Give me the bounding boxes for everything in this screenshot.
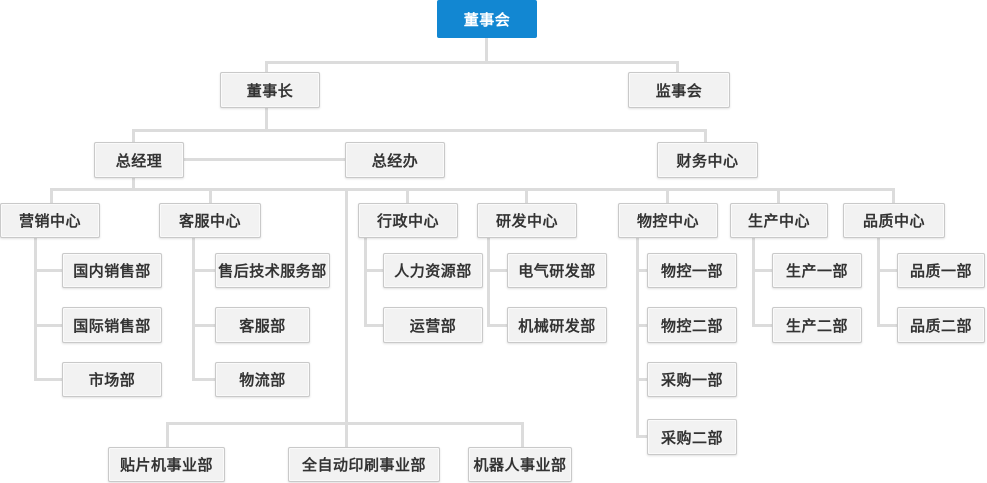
org-node-rd-center: 研发中心 [477,203,577,238]
org-node-hr-dept: 人力资源部 [383,253,483,288]
org-node-after-sales-tech-service-dept: 售后技术服务部 [215,253,330,288]
connector-line [265,61,679,64]
org-node-market-dept: 市场部 [62,362,162,397]
org-node-domestic-sales-dept: 国内销售部 [62,253,162,288]
org-node-production-center: 生产中心 [730,203,828,238]
connector-line [521,422,524,447]
org-node-quality-center: 品质中心 [843,203,945,238]
connector-line [525,188,528,203]
connector-line [636,269,647,272]
org-node-quality-dept-1: 品质一部 [897,253,985,288]
org-node-material-control-center: 物控中心 [618,203,718,238]
connector-line [50,188,53,203]
connector-line [192,324,215,327]
org-node-intl-sales-dept: 国际销售部 [62,307,162,343]
org-node-marketing-center: 营销中心 [0,203,100,238]
org-node-purchasing-dept-2: 采购二部 [647,419,737,455]
org-node-purchasing-dept-1: 采购一部 [647,362,737,397]
org-node-production-dept-2: 生产二部 [772,307,862,343]
org-node-smt-machine-division: 贴片机事业部 [108,447,225,482]
org-node-production-dept-1: 生产一部 [772,253,862,288]
connector-line [752,238,755,327]
connector-line [166,422,169,447]
connector-line [34,238,37,381]
org-node-robot-division: 机器人事业部 [468,447,572,482]
connector-line [877,324,897,327]
connector-line [636,435,647,438]
connector-line [132,129,707,132]
connector-line [487,269,507,272]
connector-line [345,188,348,447]
connector-line [892,188,895,203]
org-node-supervisory-board: 监事会 [628,72,730,108]
connector-line [34,269,62,272]
org-node-finance-center: 财务中心 [657,142,758,178]
connector-line [166,422,524,425]
connector-line [265,61,268,72]
org-node-mechanical-rd-dept: 机械研发部 [507,307,607,343]
org-node-material-control-dept-2: 物控二部 [647,307,737,343]
connector-line [192,238,195,381]
connector-line [50,188,895,191]
connector-line [184,158,345,161]
connector-line [265,108,268,132]
connector-line [704,129,707,142]
org-node-operations-dept: 运营部 [383,307,483,343]
org-node-electrical-rd-dept: 电气研发部 [507,253,607,288]
connector-line [877,238,880,327]
connector-line [487,238,490,327]
org-node-auto-printing-division: 全自动印刷事业部 [288,447,440,482]
connector-line [192,378,215,381]
connector-line [132,129,135,142]
org-node-logistics-dept: 物流部 [215,362,310,397]
connector-line [636,238,639,438]
org-node-gm-office: 总经办 [345,142,445,178]
connector-line [34,378,62,381]
connector-line [132,177,135,191]
connector-line [485,38,488,64]
connector-line [676,61,679,72]
connector-line [406,188,409,203]
connector-line [34,324,62,327]
connector-line [752,269,772,272]
connector-line [192,269,215,272]
connector-line [364,238,367,327]
connector-line [777,188,780,203]
connector-line [364,269,383,272]
org-node-board: 董事会 [437,0,537,38]
org-node-quality-dept-2: 品质二部 [897,307,985,343]
connector-line [487,324,507,327]
connector-line [636,378,647,381]
connector-line [209,188,212,203]
org-node-customer-service-dept: 客服部 [215,307,310,343]
connector-line [666,188,669,203]
connector-line [752,324,772,327]
org-node-material-control-dept-1: 物控一部 [647,253,737,288]
org-node-chairman: 董事长 [220,72,320,108]
connector-line [877,269,897,272]
connector-line [364,324,383,327]
connector-line [636,324,647,327]
org-node-general-manager: 总经理 [94,142,184,178]
org-node-customer-service-center: 客服中心 [159,203,261,238]
org-node-admin-center: 行政中心 [358,203,458,238]
